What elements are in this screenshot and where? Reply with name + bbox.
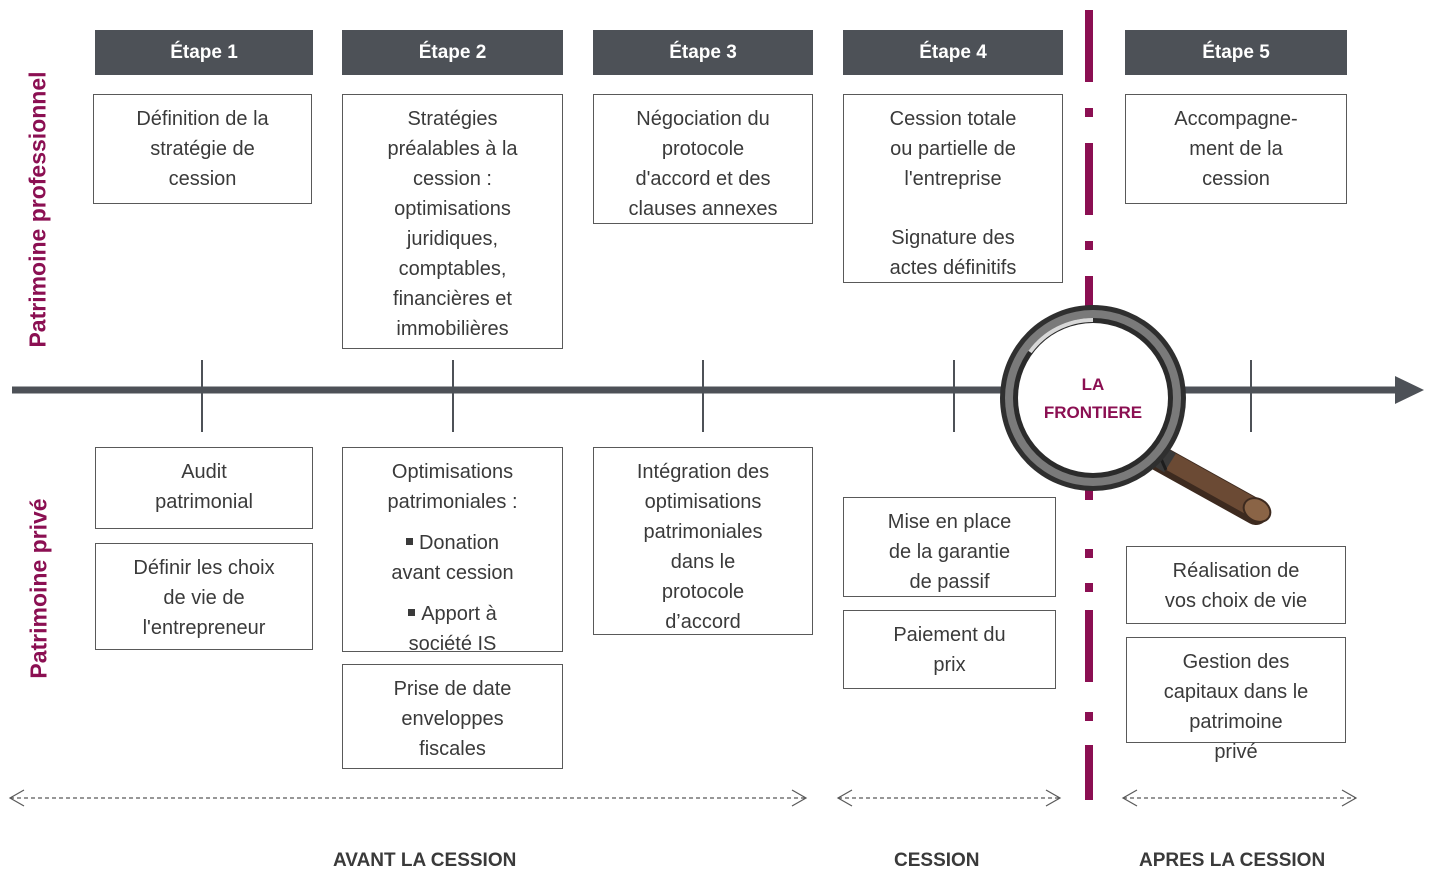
bullet-line: Donation [343,528,562,558]
text-line: de la garantie [888,541,1011,563]
text-line: patrimoniales : [387,491,518,513]
text-line: dans le [670,551,736,573]
frontier-label-line1: LA [1081,375,1105,394]
text-line: patrimoine [1189,711,1283,733]
text-line: optimisations [644,491,762,513]
step-header-3: Étape 3 [593,30,813,75]
text-line: ment de la [1189,138,1283,160]
private-box-prise-de-date: Prise de date enveloppes fiscales [342,664,563,769]
private-box-realisation: Réalisation de vos choix de vie [1126,546,1346,624]
text-line: cession : [413,168,492,190]
frontier-label-line2: FRONTIERE [1043,403,1143,422]
text-line: de vie de [163,587,245,609]
text-line: Accompagne- [1174,108,1298,130]
text-line: Prise de date [393,678,512,700]
text-line: immobilières [396,318,509,340]
text-line: optimisations [394,198,511,220]
text-line: cession [1202,168,1270,190]
text-line: d’accord [665,611,741,633]
text-line: Optimisations [391,461,514,483]
text-line: Mise en place [887,511,1012,533]
pro-box-3: Négociation du protocole d'accord et des… [593,94,813,224]
text-line: de passif [909,571,990,593]
text-line: protocole [661,581,745,603]
private-box-garantie: Mise en place de la garantie de passif [843,497,1056,597]
text-line: comptables, [398,258,507,280]
text-line: Signature des [891,227,1015,249]
text-line: l'entrepreneur [142,617,266,639]
text-line: stratégie de [150,138,255,160]
text-line: avant cession [391,562,514,584]
private-box-integration: Intégration des optimisations patrimonia… [593,447,813,635]
pro-box-2: Stratégies préalables à la cession : opt… [342,94,563,349]
text-line: l'entreprise [904,168,1002,190]
text-line: ou partielle de [890,138,1016,160]
text-line: d'accord et des [635,168,771,190]
private-box-audit: Audit patrimonial [95,447,313,529]
step-header-1: Étape 1 [95,30,313,75]
text-line: vos choix de vie [1164,590,1308,612]
pro-box-5: Accompagne- ment de la cession [1125,94,1347,204]
timeline-arrowhead [1395,376,1424,404]
text-line: fiscales [419,738,486,760]
private-box-gestion: Gestion des capitaux dans le patrimoine … [1126,637,1346,763]
text-line: Audit [181,461,227,483]
spacer-line [844,194,1062,223]
text-line: préalables à la [387,138,518,160]
text-line: Réalisation de [1172,560,1300,582]
text-line: actes définitifs [889,257,1017,279]
step-header-2: Étape 2 [342,30,563,75]
phase-arrow-apres [1121,789,1358,807]
text-line: prix [933,654,966,676]
private-box-choix: Définir les choix de vie de l'entreprene… [95,543,313,650]
phase-label-apres: APRES LA CESSION [1139,850,1326,871]
phase-label-cession: CESSION [894,850,980,871]
text-line: société IS [408,633,497,652]
pro-box-4: Cession totale ou partielle de l'entrepr… [843,94,1063,283]
text-line: Définir les choix [133,557,275,579]
text-line: Stratégies [407,108,498,130]
text-line: financières et [393,288,512,310]
text-line: cession [168,168,237,190]
text-line: Gestion des [1182,651,1290,673]
frontier-label: LA FRONTIERE [1030,371,1156,427]
step-header-4: Étape 4 [843,30,1063,75]
pro-box-1: Définition de la stratégie de cession [93,94,312,204]
private-box-optimisations: Optimisations patrimoniales : Donation a… [342,447,563,652]
text-line: Intégration des [636,461,770,483]
step-header-5: Étape 5 [1125,30,1347,75]
phase-arrow-avant [8,789,808,807]
text-line: enveloppes [401,708,504,730]
text-line: clauses annexes [628,198,778,220]
text-line: privé [1214,741,1258,763]
text-line: Définition de la [136,108,269,130]
side-label-private: Patrimoine privé [25,498,52,679]
text-line: juridiques, [406,228,499,250]
text-line: protocole [661,138,745,160]
text-line: Cession totale [889,108,1017,130]
private-box-paiement: Paiement du prix [843,610,1056,689]
text-line: capitaux dans le [1163,681,1309,703]
text-line: Négociation du [636,108,770,130]
bullet-line: Apport à [343,599,562,629]
phase-label-avant: AVANT LA CESSION [333,850,517,871]
text-line: patrimoniales [643,521,763,543]
magnifier-lens [1000,305,1186,491]
magnifier-handle [1135,438,1272,525]
phase-arrow-cession [836,789,1062,807]
text-line: patrimonial [155,491,253,513]
text-line: Paiement du [893,624,1006,646]
side-label-professional: Patrimoine professionnel [24,71,51,348]
